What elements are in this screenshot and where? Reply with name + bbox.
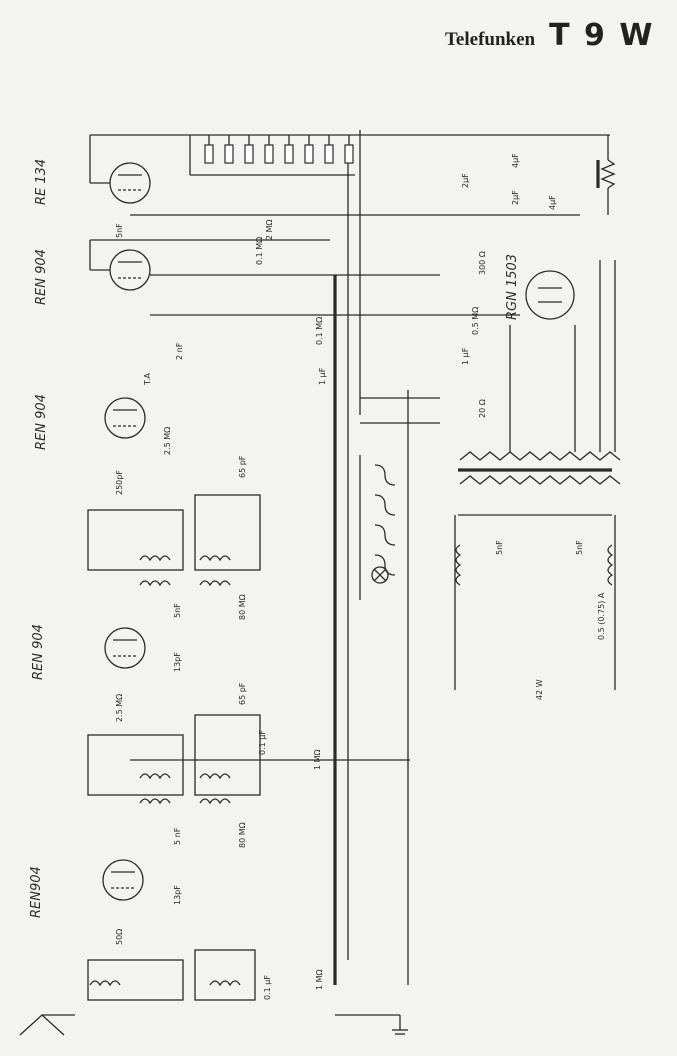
label-65pf-b: 65 pF [238, 682, 247, 705]
label-5nf-1: 5nF [173, 603, 182, 618]
tube-rgn1503 [525, 270, 575, 320]
label-2.5-mohm-b: 2.5 MΩ [115, 694, 124, 722]
tube-ren904-2 [104, 397, 146, 439]
label-20-ohm: 20 Ω [478, 399, 487, 418]
field-coil [596, 135, 616, 215]
tube-label-rgn1503: RGN 1503 [505, 254, 520, 320]
label-fuse: 0.5 (0.75) A [597, 592, 606, 640]
antenna-ground [19, 1014, 408, 1036]
label-13pf-b: 13pF [173, 885, 182, 905]
label-5nf-2: 5 nF [173, 827, 182, 845]
tube-ren904-3 [104, 627, 146, 669]
resistor-bank [189, 135, 355, 176]
tube-label-ren904-2: REN 904 [34, 394, 49, 450]
brand-label: Telefunken [445, 29, 536, 50]
label-power: 42 W [535, 679, 544, 700]
tube-ren904-1 [89, 240, 151, 291]
label-4uf-a: 4μF [511, 153, 520, 168]
label-2nf: 2 nF [175, 342, 184, 360]
tube-ren904-4 [102, 859, 144, 901]
label-0.1-mohm: 0.1 MΩ [255, 237, 264, 265]
label-2uf-a: 2μF [461, 173, 470, 188]
label-0.1uf: 0.1 μF [258, 730, 267, 755]
tube-label-ren904-1: REN 904 [34, 249, 49, 305]
label-0.1uf-b: 0.1 μF [263, 975, 272, 1000]
tube-label-ren904-3: REN 904 [31, 624, 46, 680]
coils [87, 494, 614, 1001]
label-5nf-3: 5nF [495, 540, 504, 555]
model-label: T 9 W [549, 18, 655, 53]
tube-label-re134: RE 134 [34, 159, 49, 205]
label-80-mohm-b: 80 MΩ [238, 822, 247, 848]
label-65pf: 65 pF [238, 455, 247, 478]
tube-re134 [89, 135, 151, 204]
tube-label-ren904-4: REN904 [29, 866, 44, 918]
label-1-mohm-b: 1 MΩ [315, 969, 324, 990]
power-transformer [458, 260, 621, 516]
label-2uf-b: 2μF [511, 190, 520, 205]
label-1uf-b: 1 μF [461, 347, 470, 365]
label-250pf: 250pF [115, 470, 124, 495]
label-5nf-4: 5nF [575, 540, 584, 555]
label-300-ohm: 300 Ω [478, 251, 487, 275]
label-2-mohm: 2 MΩ [265, 219, 274, 240]
label-1uf-a: 1 μF [318, 367, 327, 385]
diagram-title: Telefunken T 9 W [445, 18, 654, 53]
label-5nf-top: 5nF [115, 223, 124, 238]
label-1-mohm: 1 MΩ [313, 749, 322, 770]
label-2.5-mohm: 2.5 MΩ [163, 427, 172, 455]
label-0.5-mohm: 0.5 MΩ [471, 307, 480, 335]
switch-bank [359, 455, 396, 600]
label-ta: T.A [143, 373, 152, 386]
label-13pf: 13pF [173, 652, 182, 672]
label-0.1-mohm-b: 0.1 MΩ [315, 317, 324, 345]
label-4uf-b: 4μF [548, 195, 557, 210]
label-50-ohm: 50Ω [115, 929, 124, 945]
label-80-mohm: 80 MΩ [238, 594, 247, 620]
